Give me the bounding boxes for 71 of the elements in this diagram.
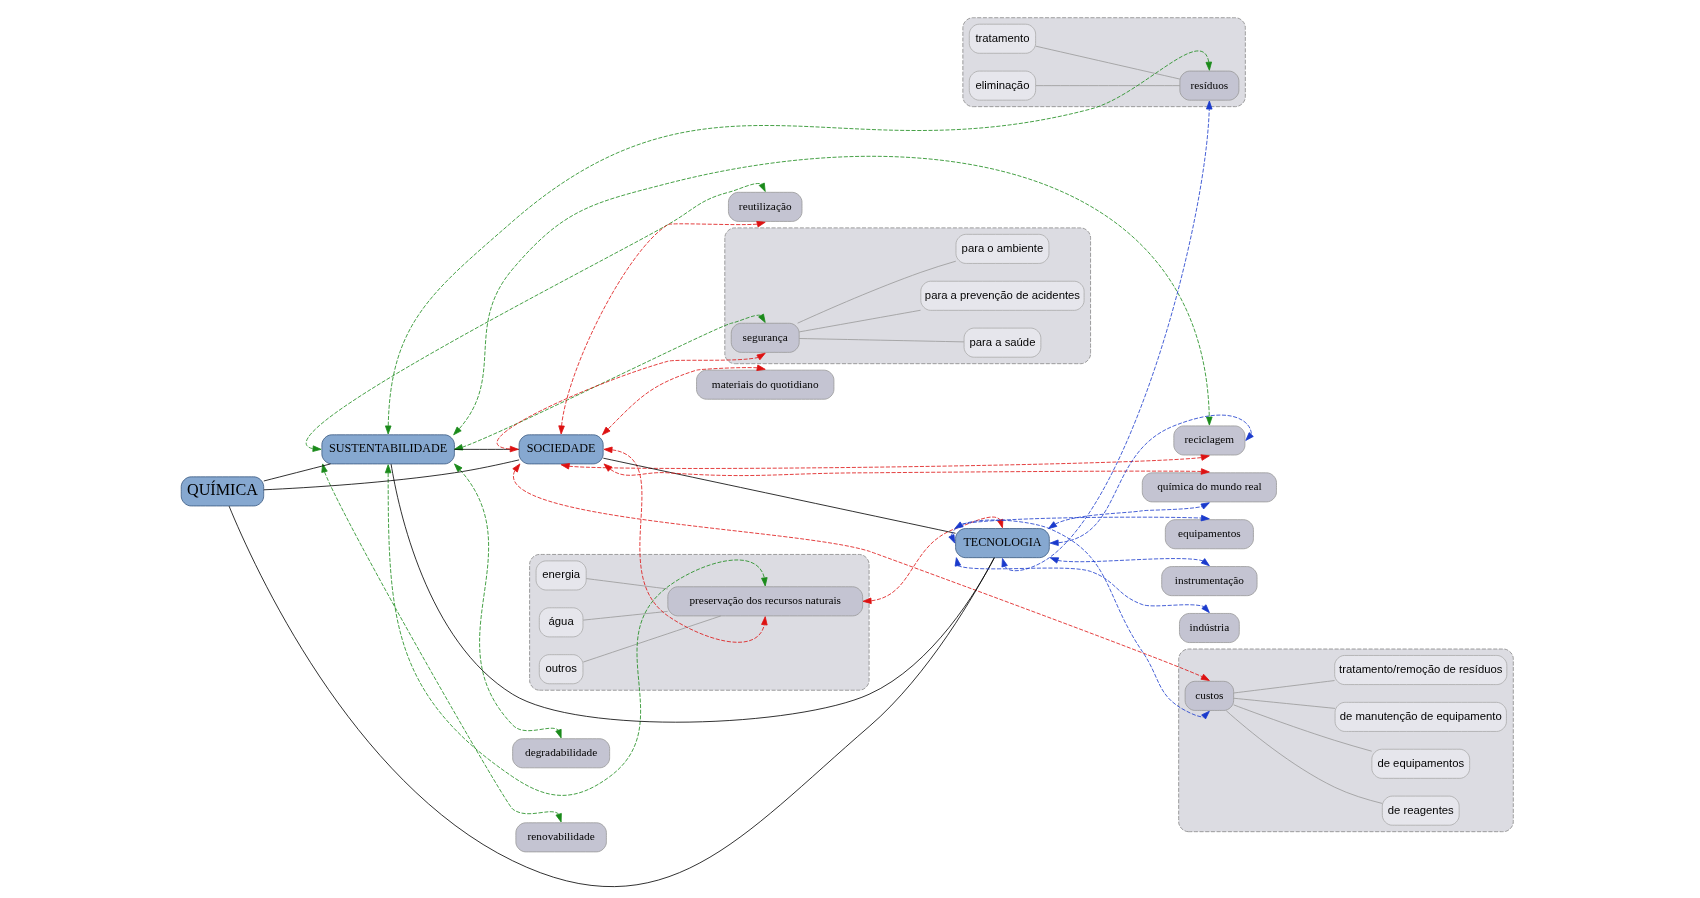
node-box: SUSTENTABILIDADE — [320, 434, 455, 465]
node-box: de manutenção de equipamento — [1334, 701, 1507, 732]
connector — [1034, 45, 1180, 80]
node-box: resíduos — [1178, 70, 1239, 101]
node-box: para a saúde — [963, 327, 1041, 358]
node-box: outros — [538, 654, 583, 685]
arrow — [560, 454, 1210, 470]
arrow — [1047, 502, 1210, 529]
arrow — [384, 464, 768, 796]
arrow — [1049, 557, 1210, 567]
arrow — [954, 557, 1210, 614]
arrow — [557, 221, 766, 435]
node-box: energia — [535, 560, 587, 591]
cluster — [528, 554, 869, 691]
connector — [602, 457, 956, 534]
connector — [582, 610, 668, 621]
arrow — [603, 446, 768, 643]
node-box: reciclagem — [1172, 425, 1245, 456]
node-box: para o ambiente — [955, 233, 1049, 264]
node-box: preservação dos recursos naturais — [666, 586, 863, 617]
connector — [1225, 710, 1383, 804]
node-box: reutilização — [727, 191, 802, 222]
connector — [582, 615, 721, 663]
connector — [798, 338, 964, 343]
arrow — [305, 182, 766, 452]
arrow — [384, 50, 1212, 435]
connector — [262, 463, 331, 482]
cluster — [1177, 648, 1514, 833]
arrow — [953, 514, 1210, 529]
connector — [798, 309, 921, 333]
node-box: de reagentes — [1381, 795, 1460, 826]
node-box: para a prevenção de acidentes — [919, 280, 1084, 311]
node-box: indústria — [1178, 613, 1240, 643]
arrow — [947, 519, 1210, 720]
node-box: custos — [1184, 680, 1234, 711]
arrow — [862, 516, 1003, 605]
node-box: química do mundo real — [1141, 472, 1277, 503]
connector — [390, 463, 995, 723]
arrow — [601, 364, 766, 436]
connector — [1232, 680, 1335, 694]
node-box: renovabilidade — [514, 822, 607, 853]
arrow — [452, 156, 1212, 436]
node-box: instrumentação — [1160, 566, 1257, 597]
arrow — [453, 463, 562, 739]
connector — [1232, 697, 1335, 709]
node-box: QUÍMICA — [180, 476, 264, 507]
connector — [796, 260, 956, 324]
connector — [262, 459, 519, 491]
arrow — [453, 313, 766, 451]
node-box: segurança — [730, 322, 800, 353]
connector — [1232, 704, 1372, 752]
arrow — [320, 463, 562, 823]
node-box: TECNOLOGIA — [954, 528, 1050, 559]
connector — [228, 505, 995, 888]
node-box: tratamento/remoção de resíduos — [1333, 655, 1507, 685]
node-box: degradabilidade — [511, 738, 610, 769]
node-box: materiais do quotidiano — [695, 369, 834, 400]
arrow — [496, 352, 766, 453]
connector — [585, 578, 668, 590]
arrow — [511, 463, 1210, 681]
arrow — [1049, 414, 1254, 546]
node-box: de equipamentos — [1370, 748, 1470, 779]
node-box: SOCIEDADE — [518, 434, 604, 465]
cluster — [723, 227, 1091, 365]
arrow — [603, 463, 1210, 476]
node-box: equipamentos — [1164, 519, 1254, 550]
node-box: eliminação — [968, 70, 1036, 101]
node-box: água — [538, 607, 583, 638]
arrow — [1001, 100, 1212, 572]
node-box: tratamento — [968, 23, 1036, 54]
connector — [1034, 85, 1180, 87]
